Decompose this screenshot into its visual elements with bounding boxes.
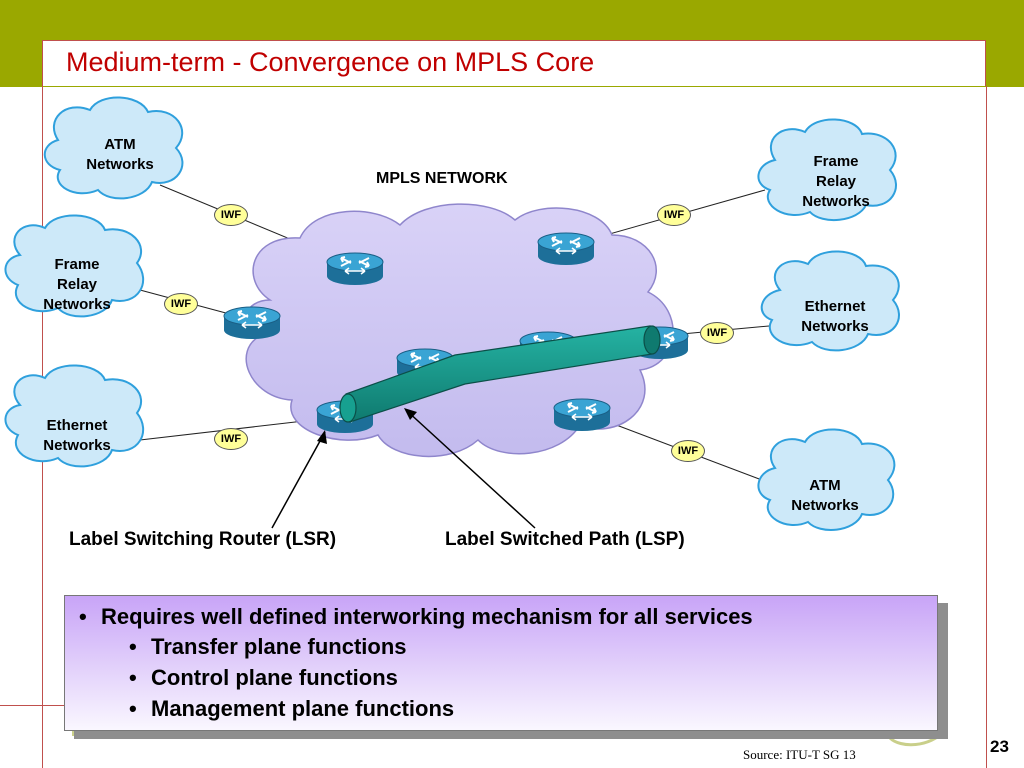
cloud-eth-left bbox=[4, 364, 144, 468]
cloud-label-atm-right: ATM Networks bbox=[791, 477, 859, 514]
router-icon bbox=[326, 252, 384, 286]
cloud-fr-left bbox=[4, 214, 144, 318]
caption-lsp: Label Switched Path (LSP) bbox=[445, 529, 685, 550]
cloud-label-eth-left: Ethernet Networks bbox=[43, 417, 111, 454]
cloud-label-fr-left: Frame Relay Networks bbox=[43, 256, 111, 313]
lsp-tunnel bbox=[339, 325, 661, 423]
iwf-badge: IWF bbox=[164, 293, 198, 315]
cloud-atm-left bbox=[43, 96, 184, 200]
bullet-sub-text: Control plane functions bbox=[151, 665, 398, 690]
frame-line-right bbox=[986, 86, 987, 768]
bullet-main-text: Requires well defined interworking mecha… bbox=[101, 604, 753, 629]
iwf-badge: IWF bbox=[700, 322, 734, 344]
router-icon bbox=[553, 398, 611, 432]
iwf-badge: IWF bbox=[214, 204, 248, 226]
cloud-label-fr-right: Frame Relay Networks bbox=[802, 153, 870, 210]
mpls-network-label: MPLS NETWORK bbox=[376, 170, 508, 187]
cloud-eth-right bbox=[760, 250, 900, 352]
iwf-badge: IWF bbox=[671, 440, 705, 462]
caption-lsr: Label Switching Router (LSR) bbox=[69, 529, 337, 550]
bullet-sub: •Management plane functions bbox=[129, 696, 455, 721]
slide-title: Medium-term - Convergence on MPLS Core bbox=[66, 47, 595, 77]
page-number: 23 bbox=[990, 737, 1009, 756]
title-box bbox=[42, 40, 986, 86]
bullet-box: •Requires well defined interworking mech… bbox=[64, 595, 938, 731]
bullet-sub: •Transfer plane functions bbox=[129, 634, 407, 659]
bullet-sub: •Control plane functions bbox=[129, 665, 398, 690]
source-note: Source: ITU-T SG 13 bbox=[743, 747, 856, 762]
iwf-badge: IWF bbox=[214, 428, 248, 450]
cloud-atm-right bbox=[757, 428, 896, 531]
cloud-fr-right bbox=[757, 118, 897, 222]
pointer-arrows bbox=[271, 408, 536, 529]
router-icon bbox=[537, 232, 595, 266]
cloud-label-atm-left: ATM Networks bbox=[86, 136, 154, 173]
router-icon bbox=[223, 306, 281, 340]
bullet-sub-text: Management plane functions bbox=[151, 696, 455, 721]
bullet-main: •Requires well defined interworking mech… bbox=[79, 604, 753, 629]
iwf-badge: IWF bbox=[657, 204, 691, 226]
cloud-label-eth-right: Ethernet Networks bbox=[801, 298, 869, 335]
frame-line-bottom bbox=[0, 705, 90, 706]
bullet-sub-text: Transfer plane functions bbox=[151, 634, 407, 659]
